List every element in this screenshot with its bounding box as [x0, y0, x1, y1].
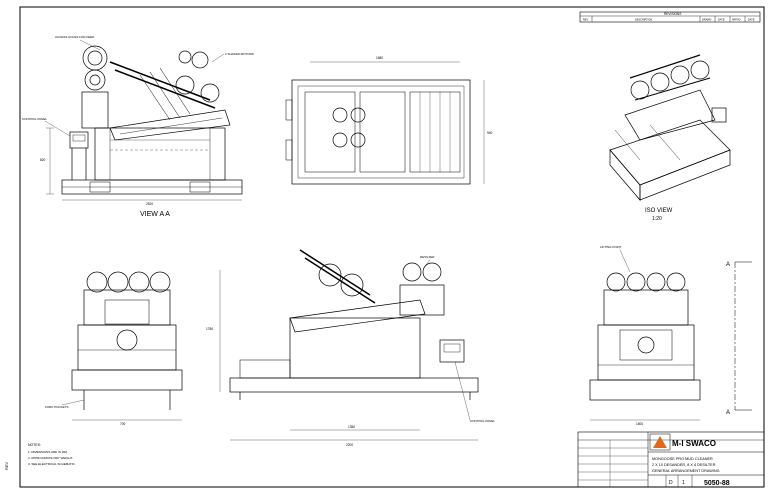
iso-view-title: ISO VIEW	[645, 208, 673, 214]
dim-plan-length: 1680	[376, 56, 383, 60]
drawing-title-line1: MONGOOSE PRO MUD CLEANER	[652, 457, 713, 461]
dim-front-height: 1780	[206, 327, 213, 331]
rev-col-rev: REV	[583, 19, 588, 22]
dim-front-overall: 2200	[346, 443, 353, 447]
rev-col-date: DATE	[718, 19, 725, 22]
callout-lifting-point: LIFTING POINT	[600, 245, 622, 249]
note-1: 1. DIMENSIONS ARE IN MM.	[28, 450, 68, 454]
drawing-title-line2: 2 X 10 DESANDER, 8 X 4 DESILTER	[652, 463, 716, 467]
callout-feed-header: ACCESS HOLES FOR FEED	[55, 35, 95, 39]
dim-aa-length: 2520	[146, 202, 153, 206]
revision-block: REVISIONS REV DESCRIPTION DRAWN DATE APP…	[579, 11, 761, 23]
notes-title: NOTES:	[28, 443, 41, 447]
callout-control-panel: CONTROL PANEL	[22, 117, 47, 121]
rev-col-appvd: APPVD	[732, 19, 741, 22]
callout-shaker-motors: 2 SHAKER MOTORS	[225, 52, 254, 56]
side-view-drawing	[589, 261, 752, 421]
drawing-size: D	[669, 480, 673, 486]
end-view-drawing	[71, 271, 183, 421]
callout-fork-pockets: FORK POCKETS	[45, 405, 69, 409]
drawing-number: 5050-88	[704, 480, 730, 487]
drawing-title-line3: GENERAL ARRANGEMENT DRAWING	[652, 469, 720, 473]
sidebar-stamp: REV	[4, 461, 9, 470]
plan-view-drawing	[285, 61, 485, 185]
rev-col-drawn: DRAWN	[702, 19, 712, 22]
swaco-logo-icon	[649, 433, 671, 451]
note-3: 3. SEE ELECTRICAL SCHEMATIC.	[28, 462, 76, 466]
front-elevation-drawing	[219, 249, 479, 441]
rev-col-description: DESCRIPTION	[635, 19, 652, 22]
revision-header: REVISIONS	[664, 12, 681, 16]
rev-col-date-2: DATE	[748, 19, 755, 22]
view-aa-title: VIEW A A	[140, 211, 170, 218]
dim-aa-height: 820	[40, 158, 46, 162]
iso-view-drawing	[609, 54, 731, 201]
view-aa-drawing	[46, 45, 243, 201]
title-block	[577, 431, 765, 488]
callout-front-control-panel: CONTROL PANEL	[470, 419, 495, 423]
note-2: 2. APPROXIMATE DRY WEIGHT.	[28, 456, 73, 460]
sheet-number: 1	[682, 480, 685, 486]
dim-end-width: 700	[120, 422, 126, 426]
section-marker-bottom: A	[726, 410, 730, 416]
iso-view-scale: 1:20	[652, 216, 662, 222]
company-name: M-I SWACO	[672, 439, 716, 448]
dim-plan-width: 940	[487, 131, 493, 135]
dim-side-width: 1500	[636, 422, 643, 426]
sheet-border	[19, 6, 765, 488]
dim-front-tank: 1350	[348, 425, 355, 429]
section-marker-top: A	[726, 262, 730, 268]
callout-desilter: DESILTER	[420, 255, 435, 259]
